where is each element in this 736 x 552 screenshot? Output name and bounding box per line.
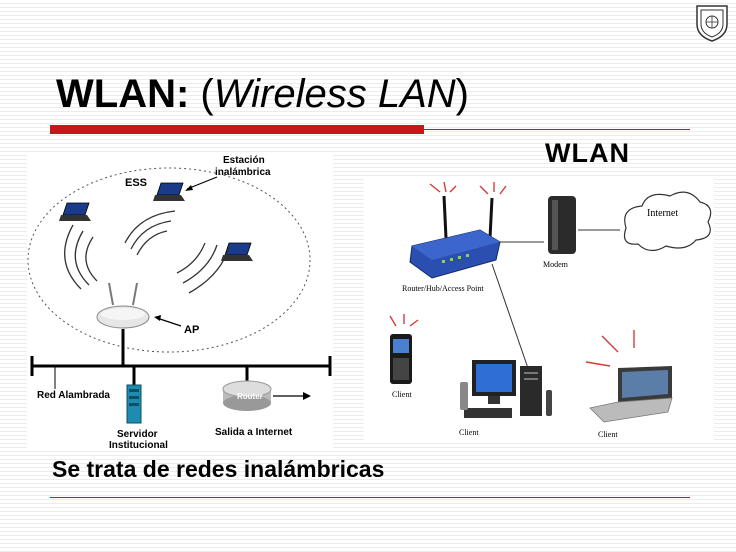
phone-icon <box>390 334 412 384</box>
ess-label: ESS <box>125 177 148 189</box>
slide-subtitle: Se trata de redes inalámbricas <box>52 456 385 482</box>
client-phone-label: Client <box>392 390 412 399</box>
title-underline-line <box>424 129 690 130</box>
station-label-line1: Estación <box>223 155 265 166</box>
server-icon <box>126 384 142 424</box>
title-italic: Wireless LAN <box>213 72 456 116</box>
server-label-line2: Institucional <box>109 440 168 451</box>
ess-boundary <box>27 167 311 353</box>
wlan-label: WLAN <box>545 138 630 168</box>
title-paren-open: ( <box>189 72 214 116</box>
ap-label: AP <box>184 324 200 336</box>
access-point-icon <box>96 282 150 329</box>
modem-label: Modem <box>543 260 568 269</box>
station-label-line2: inalámbrica <box>215 167 271 178</box>
laptop-icon <box>153 182 185 201</box>
internet-exit-label: Salida a Internet <box>215 427 293 438</box>
laptop-icon <box>59 202 91 221</box>
router-label: Router/Hub/Access Point <box>402 284 484 293</box>
client-desktop-label: Client <box>459 428 479 437</box>
title-underline-bar <box>50 125 424 134</box>
cloud-icon <box>623 191 712 252</box>
modem-icon <box>548 196 576 254</box>
page-title: WLAN: (Wireless LAN) <box>56 72 469 117</box>
signal-waves <box>64 210 230 294</box>
laptop-icon <box>221 242 253 261</box>
bottom-rule <box>50 497 690 498</box>
laptop-icon <box>589 366 673 423</box>
title-paren-close: ) <box>455 72 469 116</box>
router-device-label: Router <box>237 392 263 401</box>
title-bold: WLAN: <box>56 72 190 116</box>
logo-seal <box>693 2 731 42</box>
home-wlan-diagram: Internet Modem Router/Hub/Access Point C… <box>364 176 714 442</box>
internet-label: Internet <box>647 208 679 219</box>
router-icon <box>409 195 501 279</box>
server-label-line1: Servidor <box>117 429 158 440</box>
client-laptop-label: Client <box>598 430 618 439</box>
wired-network-label: Red Alambrada <box>37 390 110 401</box>
desktop-icon <box>460 360 552 418</box>
ess-diagram: Estación inalámbrica ESS AP Red Alambrad… <box>27 153 333 451</box>
router-icon <box>222 380 272 411</box>
